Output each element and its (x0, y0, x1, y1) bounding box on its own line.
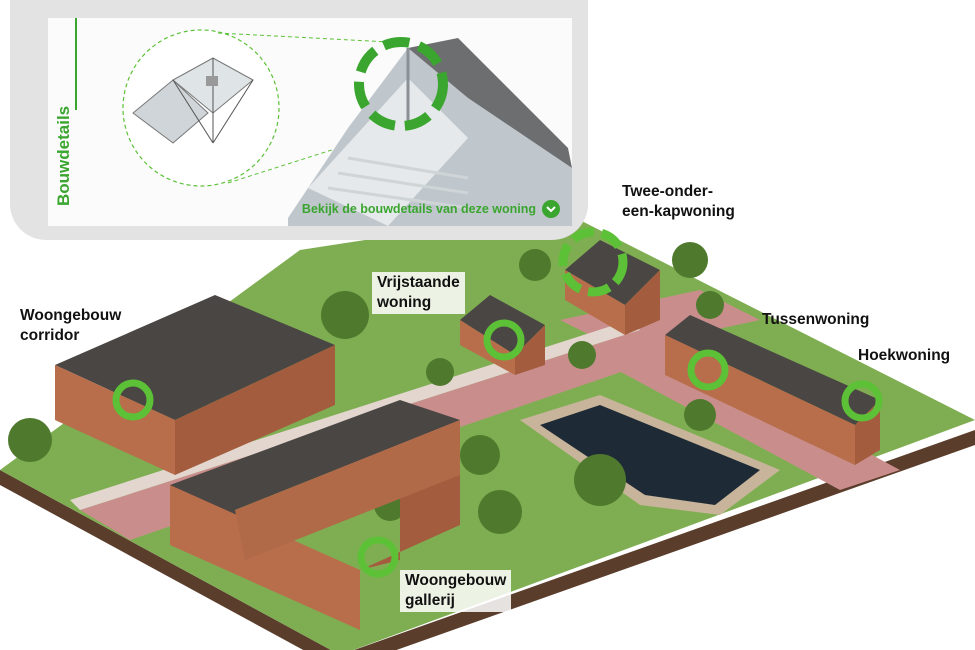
detached-house-wall-r (515, 325, 545, 375)
bouwdetails-title: Bouwdetails (54, 105, 73, 206)
gallery-building-wing (235, 420, 460, 560)
terraced-row-roof (665, 315, 880, 425)
bouwdetails-image: Bouwdetails Bekijk de bouwdetails van de… (48, 18, 572, 226)
label-hoekwoning[interactable]: Hoekwoning (858, 347, 951, 364)
label-woongebouw-gallerij[interactable]: Woongebouw gallerij (400, 570, 512, 612)
marker-woongebouw-corridor[interactable] (112, 379, 154, 421)
pond-water (540, 405, 760, 505)
trees (8, 242, 724, 534)
semi-detached-wall-r (625, 270, 660, 335)
marker-tussenwoning[interactable] (687, 349, 729, 391)
sidewalk (70, 320, 640, 510)
roof-detail-drawing (122, 29, 572, 226)
markers[interactable] (112, 227, 883, 578)
bouwdetails-link-text[interactable]: Bekijk de bouwdetails van deze woning (301, 202, 536, 216)
corridor-building-left (55, 365, 175, 475)
bouwdetails-link[interactable]: Bekijk de bouwdetails van deze woning (302, 198, 560, 220)
corridor-building-right (175, 345, 335, 475)
label-twee-onder-een-kapwoning[interactable]: Twee-onder- een-kapwoning (622, 183, 735, 220)
gallery-building-left (170, 485, 360, 630)
chevron-down-icon[interactable] (542, 200, 560, 218)
semi-detached-roof (565, 240, 660, 305)
title-line (75, 18, 77, 110)
terraced-row-wall (665, 335, 855, 465)
label-woongebouw-corridor[interactable]: Woongebouw corridor (20, 307, 122, 344)
label-vrijstaande-woning[interactable]: Vrijstaande woning (372, 272, 465, 314)
marker-vrijstaande-woning[interactable] (483, 319, 525, 361)
label-tussenwoning[interactable]: Tussenwoning (762, 311, 870, 328)
marker-woongebouw-gallerij[interactable] (357, 536, 399, 578)
marker-twee-onder-een-kapwoning[interactable] (558, 227, 628, 297)
marker-hoekwoning[interactable] (841, 380, 883, 422)
bouwdetails-panel: Bouwdetails Bekijk de bouwdetails van de… (10, 0, 588, 240)
